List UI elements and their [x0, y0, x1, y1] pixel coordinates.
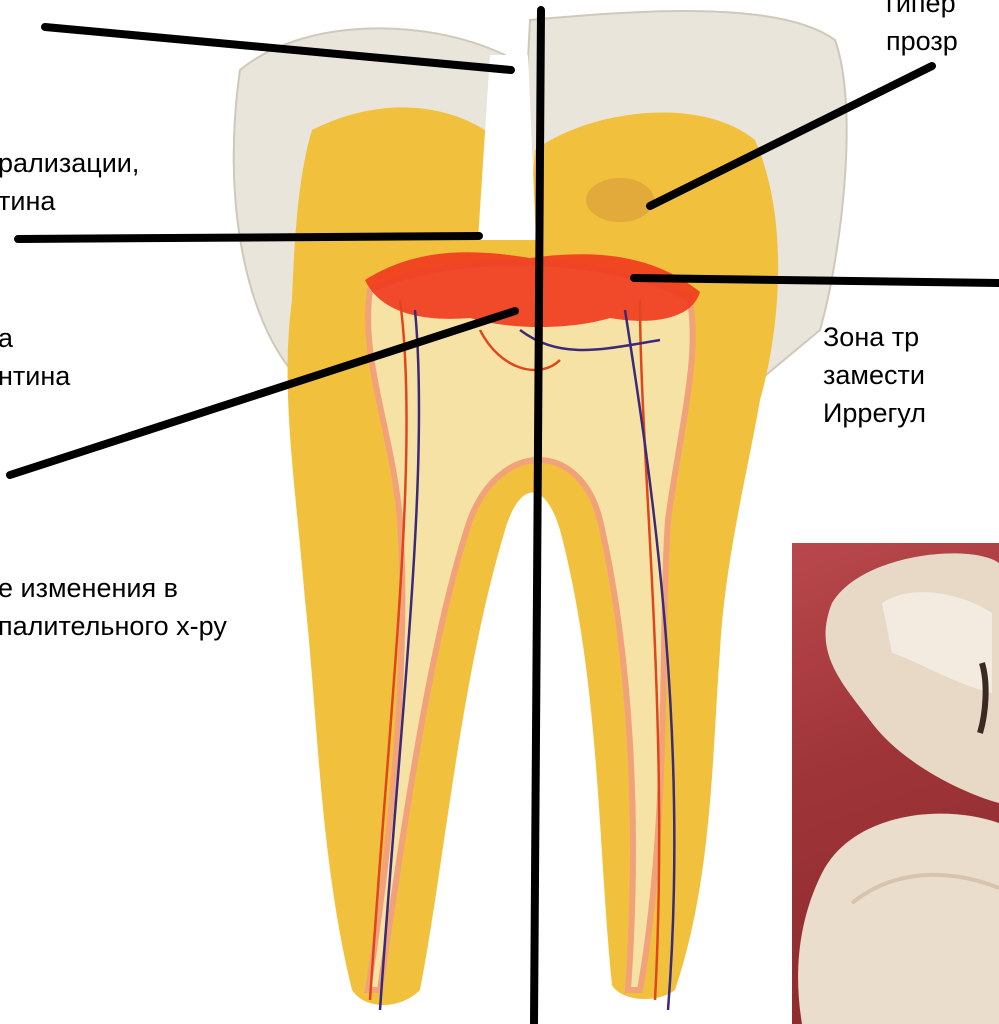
translucent-zone [586, 178, 654, 222]
photo-tooth-icon [792, 543, 999, 1024]
clinical-photo [792, 543, 999, 1024]
pointer-line-left-1 [18, 236, 479, 239]
pointer-line-right-mid [634, 278, 999, 283]
